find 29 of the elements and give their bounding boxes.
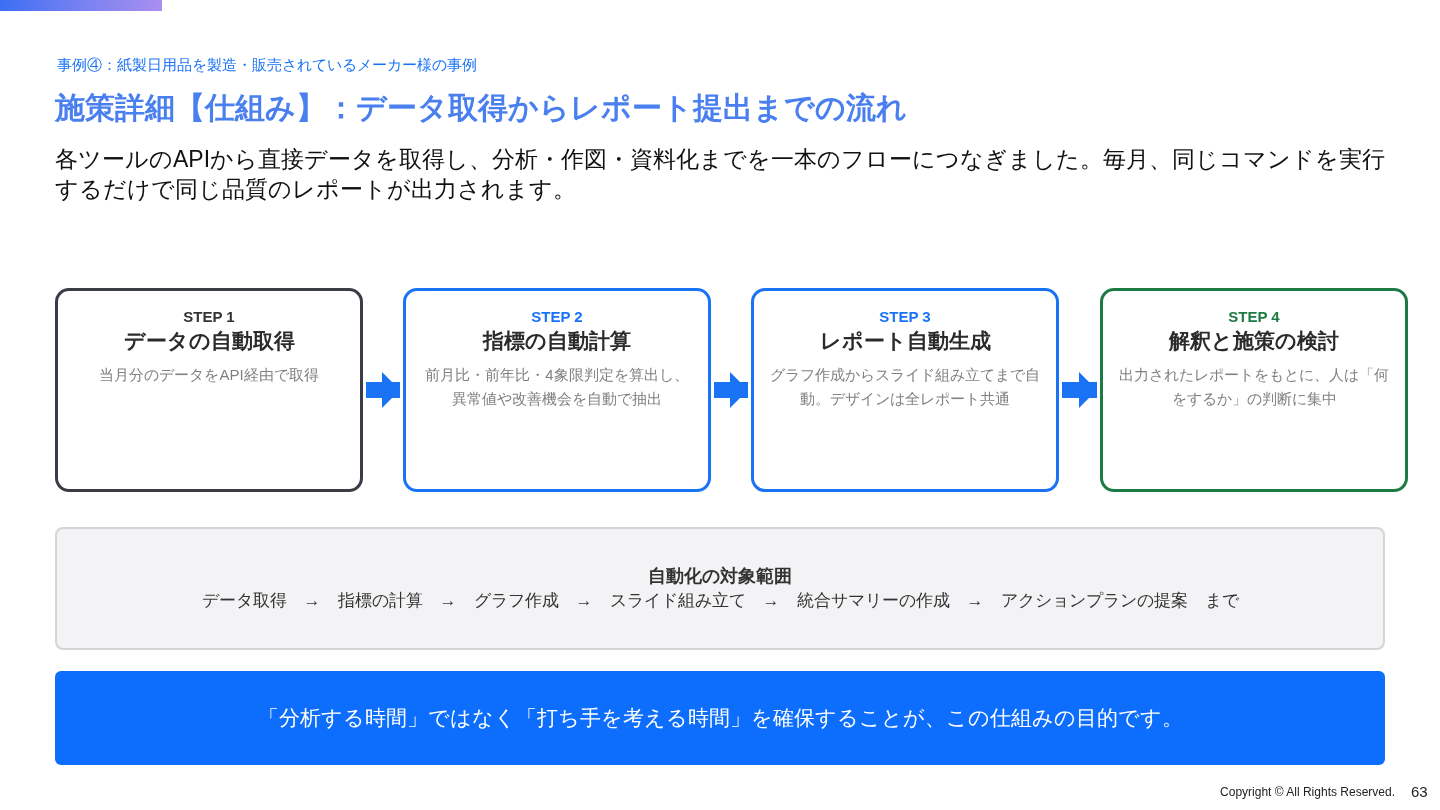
intro-paragraph: 各ツールのAPIから直接データを取得し、分析・作図・資料化までを一本のフローにつなぎました。毎月、同じコマンドを実行するだけで同じ品質のレポートが出力されます。: [55, 145, 1387, 204]
flow-arrow: [366, 372, 400, 408]
step-card: [1100, 288, 1408, 492]
step-description: グラフ作成からスライド組み立てまで自動。デザインは全レポート共通: [770, 365, 1040, 409]
step-description: 前月比・前年比・4象限判定を算出し、異常値や改善機会を自動で抽出: [424, 365, 690, 409]
copyright-text: Copyright © All Rights Reserved.: [1220, 784, 1395, 801]
scope-panel: [55, 527, 1385, 650]
step-card: [751, 288, 1059, 492]
step-heading: レポート自動生成: [819, 328, 991, 354]
banner-text: 「分析する時間」ではなく「打ち手を考える時間」を確保することが、この仕組みの目的です。: [257, 705, 1183, 732]
step-number: STEP 1: [183, 307, 235, 327]
step-number: STEP 3: [879, 307, 931, 327]
slide-title: 施策詳細【仕組み】：データ取得からレポート提出までの流れ: [55, 90, 907, 126]
step-heading: 解釈と施策の検討: [1169, 328, 1339, 354]
scope-heading: 自動化の対象範囲: [648, 564, 792, 588]
step-description: 出力されたレポートをもとに、人は「何をするか」の判断に集中: [1119, 365, 1389, 409]
step-description: 当月分のデータをAPI経由で取得: [98, 365, 320, 385]
page-number: 63: [1411, 782, 1428, 802]
step-card: [55, 288, 363, 492]
step-number: STEP 2: [531, 307, 583, 327]
step-card: [403, 288, 711, 492]
section-subtitle: 事例④：紙製日用品を製造・販売されているメーカー様の事例: [57, 55, 477, 75]
step-heading: 指標の自動計算: [483, 328, 631, 354]
flow-arrow: [714, 372, 748, 408]
flow-arrow: [1062, 372, 1097, 408]
message-banner: [55, 671, 1385, 765]
step-number: STEP 4: [1228, 307, 1280, 327]
step-heading: データの自動取得: [123, 328, 295, 354]
scope-steps: データ取得 → 指標の計算 → グラフ作成 → スライド組み立て → 統合サマリーの作成 → アクションプランの提案 まで: [201, 587, 1239, 614]
